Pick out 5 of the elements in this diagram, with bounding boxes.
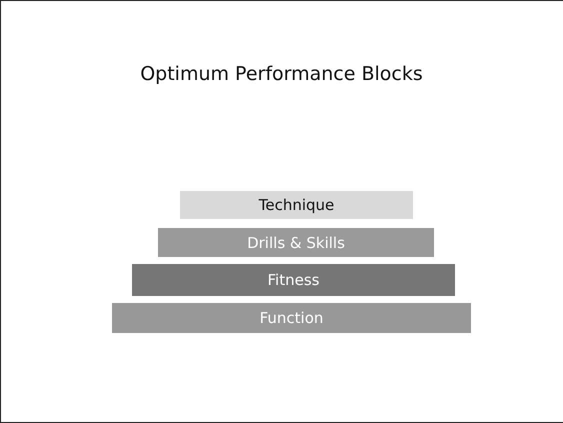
slide-title: Optimum Performance Blocks (139, 63, 424, 85)
block-bar: Fitness (132, 264, 455, 296)
block-bar: Drills & Skills (158, 228, 434, 257)
block-bar: Technique (180, 191, 413, 219)
block-bar: Function (112, 303, 471, 333)
